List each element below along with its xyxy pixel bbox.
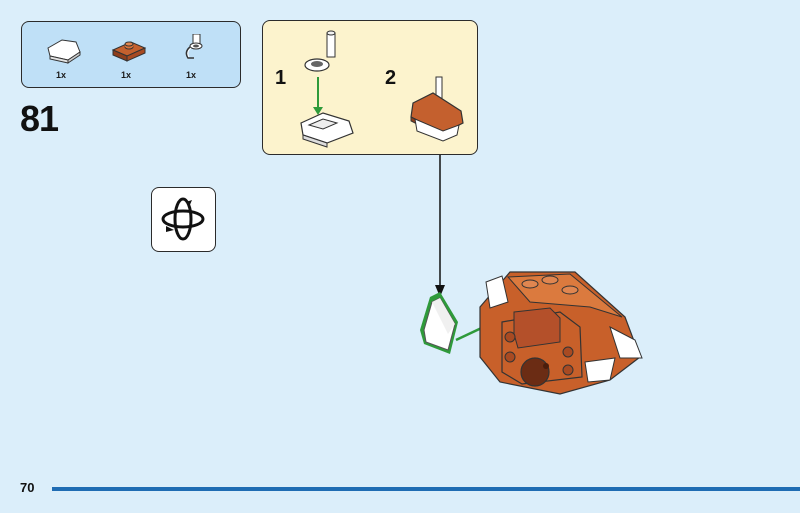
part-qty: 1x bbox=[121, 70, 132, 80]
substep-label-2: 2 bbox=[385, 67, 397, 89]
step-number: 81 bbox=[20, 98, 59, 139]
orange-jumper-plate-icon bbox=[111, 41, 147, 62]
part-qty: 1x bbox=[186, 70, 197, 80]
callout-arrow bbox=[435, 155, 445, 297]
part-bar-clip: 1x bbox=[164, 30, 224, 82]
main-model-illustration bbox=[420, 271, 643, 395]
rotate-model-icon bbox=[151, 187, 216, 252]
substep-box: 1 2 bbox=[262, 20, 478, 155]
substep-2-illustration bbox=[410, 76, 464, 142]
substep-label-1: 1 bbox=[275, 67, 287, 89]
parts-list-box: 1x 1x 1x bbox=[21, 21, 241, 88]
part-qty: 1x bbox=[56, 70, 67, 80]
substep-1-illustration bbox=[300, 30, 354, 148]
white-wedge-plate-icon bbox=[47, 39, 81, 64]
part-white-wedge-plate: 1x bbox=[34, 30, 94, 82]
white-bar-clip-icon bbox=[185, 34, 203, 59]
page-footer-bar bbox=[52, 487, 800, 491]
part-jumper-plate: 1x bbox=[99, 30, 159, 82]
page-number: 70 bbox=[20, 480, 35, 495]
